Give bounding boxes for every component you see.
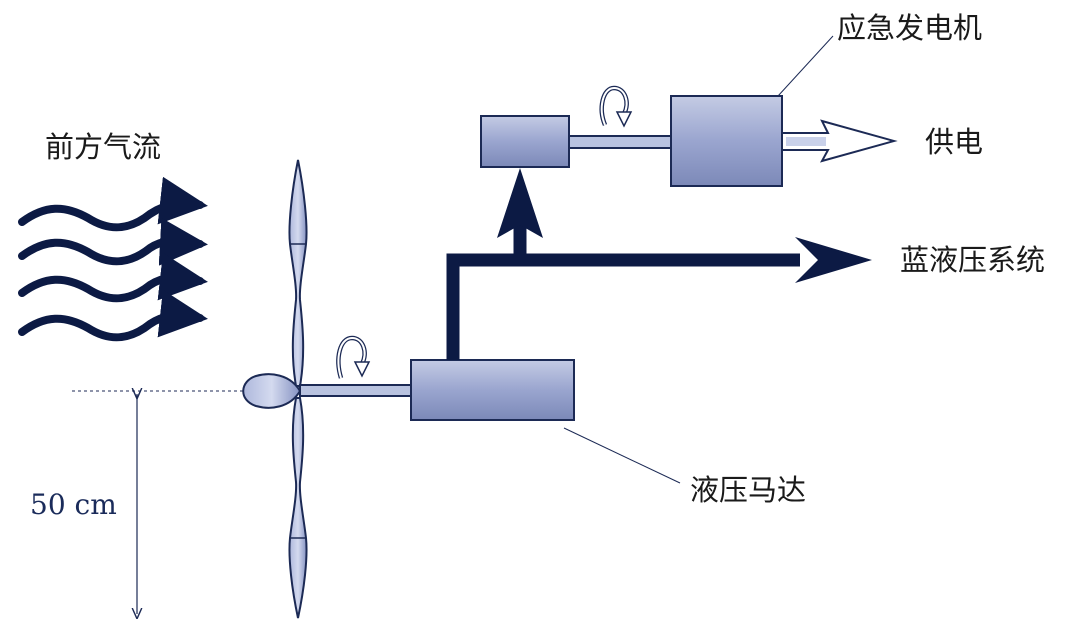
blue-system-arrow-head [795, 237, 872, 283]
generator-feed-arrow-head [497, 168, 543, 238]
power-label: 供电 [925, 125, 983, 159]
propeller-blade-top [288, 159, 308, 387]
generator-rotation-icon [599, 85, 633, 128]
power-output-arrow [781, 119, 898, 163]
hydraulic-flow-lines [446, 168, 872, 360]
airflow-label: 前方气流 [45, 130, 161, 164]
generator-shaft [568, 135, 673, 149]
turbine-propeller [242, 159, 308, 619]
hydraulic-motor [410, 359, 575, 421]
hydraulic-output-line [446, 253, 800, 360]
hydraulic-motor-label: 液压马达 [690, 473, 806, 507]
airflow-arrow-4 [18, 289, 208, 342]
propeller-blade-bottom [288, 397, 308, 619]
height-label: 50 cm [30, 488, 117, 521]
airflow-arrow-3 [18, 252, 208, 303]
generator-drive-unit [480, 115, 570, 168]
airflow-arrow-2 [18, 217, 208, 266]
airflow-arrows [18, 176, 208, 342]
propeller-hub [242, 373, 302, 409]
blue-system-label: 蓝液压系统 [900, 243, 1045, 277]
emergency-generator [670, 95, 783, 187]
turbine-rotation-icon [336, 335, 371, 379]
turbine-shaft [299, 384, 413, 397]
emergency-generator-label: 应急发电机 [837, 11, 982, 45]
airflow-arrow-1 [18, 176, 208, 232]
